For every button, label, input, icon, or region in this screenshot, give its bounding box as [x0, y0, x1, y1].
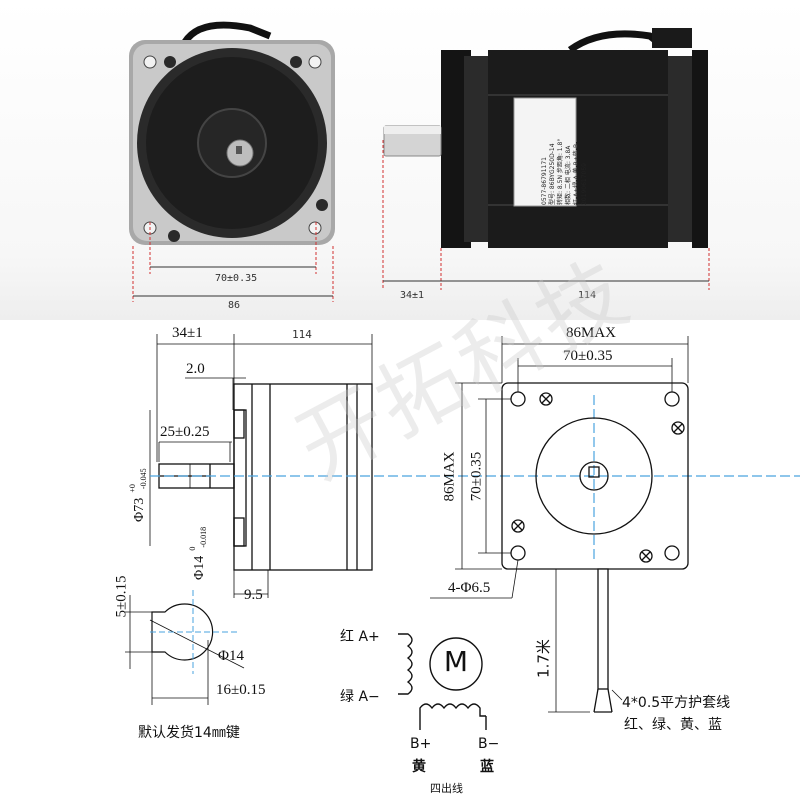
key-depth-dim: 5±0.15 — [113, 575, 130, 618]
wire-b-plus-color: 黄 — [412, 759, 426, 775]
photo-bolt-dim: 70±0.35 — [215, 273, 258, 284]
key-section-diameter: Φ14 — [218, 648, 244, 664]
wire-b-minus-color: 蓝 — [480, 759, 494, 775]
front-max-vertical-dim: 86MAX — [441, 451, 458, 502]
wire-b-plus-label: B+ — [410, 736, 432, 752]
wire-colors: 红、绿、黄、蓝 — [624, 717, 722, 733]
lead-length-dim: 1.7米 — [534, 639, 553, 678]
wire-a-plus-label: 红 A+ — [340, 629, 380, 645]
boss-tol-bot: -0.045 — [139, 468, 148, 490]
photo-body-dim: 114 — [578, 290, 597, 301]
nameplate-line-1: 0577-86791171 — [541, 157, 548, 205]
nameplate-line-5: 红-A+绿-A 黄-B+蓝-B- — [573, 141, 580, 205]
wire-a-minus-label: 绿 A− — [340, 689, 380, 705]
motor-side-photo — [383, 28, 708, 248]
mounting-holes-dim: 4-Φ6.5 — [448, 580, 491, 596]
shaft-tol-bot: -0.018 — [199, 526, 208, 548]
default-key-note: 默认发货14㎜键 — [138, 725, 240, 741]
nameplate-text: 0577-86791171 型号: 86BYG250D-14 转矩: 8.5N … — [541, 95, 588, 205]
key-length-dim: 25±0.25 — [160, 424, 210, 440]
boss-dia-text: Φ73 — [132, 497, 147, 522]
nameplate-line-4: 相数: 二相 电流: 3.8A — [565, 145, 572, 205]
shaft-dia-text: Φ14 — [192, 555, 207, 580]
shaft-length-dim: 34±1 — [172, 325, 203, 341]
nameplate-line-6: 20190617059 — [581, 163, 588, 205]
nameplate-line-2: 型号: 86BYG250D-14 — [549, 143, 556, 205]
nameplate-line-3: 转矩: 8.5N 步距角: 1.8° — [557, 138, 564, 205]
motor-front-photo — [129, 21, 335, 245]
boss-diameter-dim: Φ73 +0 -0.045 — [128, 432, 148, 522]
four-wire-label: 四出线 — [430, 782, 463, 795]
wire-spec: 4*0.5平方护套线 — [622, 695, 731, 711]
boss-tol-top: +0 — [128, 484, 137, 493]
shaft-tol-top: 0 — [188, 546, 197, 551]
front-view-drawing — [430, 336, 689, 713]
wire-b-minus-label: B− — [478, 736, 500, 752]
nameplate-label — [513, 97, 577, 207]
wiring-schematic — [398, 633, 487, 730]
photo-width-dim: 86 — [228, 300, 241, 311]
flange-thickness-dim: 2.0 — [186, 361, 205, 377]
photo-shaft-dim: 34±1 — [400, 290, 425, 301]
front-max-dim: 86MAX — [566, 325, 617, 341]
key-section-drawing — [125, 595, 245, 705]
front-bolt-vertical-dim: 70±0.35 — [468, 451, 485, 502]
side-view-drawing — [149, 334, 373, 598]
motor-symbol: M — [443, 645, 469, 678]
rear-length-dim: 9.5 — [244, 587, 263, 603]
key-width-dim: 16±0.15 — [216, 682, 266, 698]
front-bolt-dim: 70±0.35 — [563, 348, 613, 364]
body-length-dim: 114 — [292, 328, 312, 341]
shaft-diameter-dim: Φ14 0 -0.018 — [188, 490, 208, 580]
